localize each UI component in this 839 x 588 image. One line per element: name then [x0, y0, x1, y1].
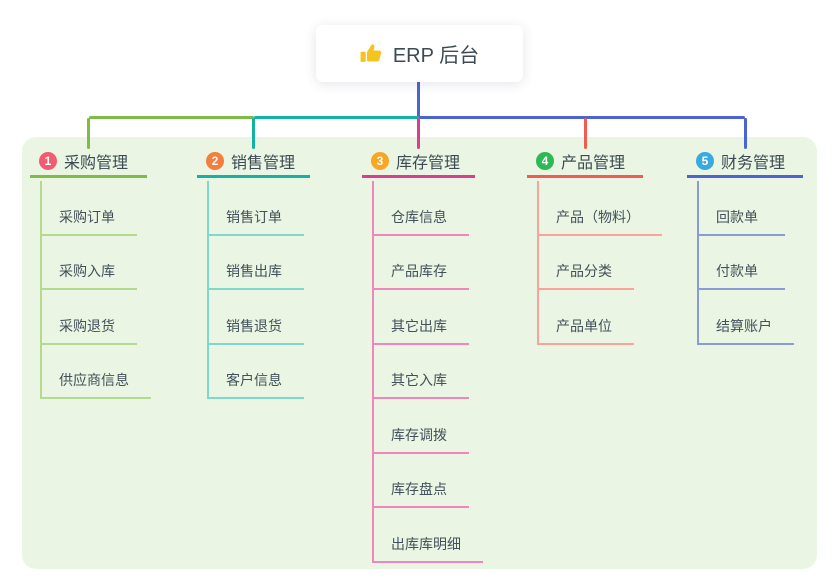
child-node[interactable]: 客户信息	[209, 345, 304, 399]
child-node-label: 结算账户	[716, 317, 772, 334]
branch-label: 采购管理	[64, 154, 129, 172]
branch-children: 产品（物料） 产品分类产品单位	[537, 181, 662, 345]
connector-rail-segment	[88, 116, 254, 119]
child-node-label: 仓库信息	[391, 208, 447, 225]
child-node-label: 销售退货	[226, 317, 282, 334]
branch-label: 库存管理	[396, 154, 461, 172]
branch-number-badge: 4	[536, 151, 554, 170]
child-node[interactable]: 库存盘点	[374, 454, 469, 508]
child-node[interactable]: 产品单位	[539, 290, 634, 345]
child-node[interactable]: 销售退货	[209, 290, 304, 345]
child-node-label: 产品单位	[556, 317, 612, 334]
child-node-label: 供应商信息	[59, 372, 129, 388]
child-node-label: 库存调拨	[391, 426, 447, 443]
child-node[interactable]: 仓库信息	[374, 181, 469, 236]
branch-number-badge: 2	[206, 151, 224, 170]
child-node-label: 销售出库	[226, 263, 282, 279]
branch-heading-3[interactable]: 3 库存管理	[362, 146, 475, 178]
connector-rail-segment	[418, 116, 745, 119]
child-node-label: 库存盘点	[391, 481, 447, 497]
child-node[interactable]: 库存调拨	[374, 399, 469, 454]
branches-panel	[22, 137, 817, 569]
branch-heading-4[interactable]: 4 产品管理	[527, 146, 643, 178]
child-node[interactable]: 供应商信息	[42, 345, 151, 399]
child-node[interactable]: 产品（物料）	[539, 181, 662, 236]
root-connector-line	[417, 82, 420, 117]
child-node[interactable]: 产品分类	[539, 236, 634, 290]
child-node[interactable]: 出库库明细	[374, 508, 483, 563]
child-node[interactable]: 其它入库	[374, 345, 469, 399]
root-title: ERP 后台	[392, 45, 480, 67]
branch-number-badge: 3	[371, 151, 389, 170]
child-node-label: 产品库存	[391, 263, 447, 279]
branch-heading-2[interactable]: 2 销售管理	[197, 146, 310, 178]
connector-rail-segment	[253, 116, 419, 119]
child-node-label: 回款单	[716, 208, 758, 225]
thumbs-up-icon	[360, 42, 383, 65]
child-node-label: 客户信息	[226, 372, 282, 388]
child-node-label: 采购订单	[59, 208, 115, 225]
branch-children: 回款单付款单结算账户	[697, 181, 794, 345]
child-node[interactable]: 采购订单	[42, 181, 137, 236]
branch-drop-line	[743, 118, 747, 149]
child-node-label: 采购退货	[59, 317, 115, 334]
branch-label: 产品管理	[561, 154, 626, 172]
branch-label: 财务管理	[721, 154, 786, 172]
child-node[interactable]: 产品库存	[374, 236, 469, 290]
child-node[interactable]: 销售订单	[209, 181, 304, 236]
branch-heading-1[interactable]: 1 采购管理	[30, 146, 147, 178]
branch-children: 仓库信息产品库存其它出库其它入库库存调拨库存盘点出库库明细	[372, 181, 483, 563]
child-node-label: 其它入库	[391, 372, 447, 388]
child-node[interactable]: 销售出库	[209, 236, 304, 290]
child-node[interactable]: 回款单	[699, 181, 785, 236]
branch-children: 销售订单销售出库销售退货客户信息	[207, 181, 304, 399]
branch-number-badge: 1	[39, 151, 57, 170]
child-node-label: 销售订单	[226, 208, 282, 225]
child-node-label: 产品（物料）	[556, 208, 640, 225]
branch-drop-line	[417, 118, 420, 149]
branch-label: 销售管理	[231, 154, 296, 172]
branch-drop-line	[87, 118, 90, 149]
branch-number-badge: 5	[696, 151, 714, 170]
child-node-label: 产品分类	[556, 263, 612, 279]
child-node-label: 其它出库	[391, 317, 447, 334]
branch-drop-line	[252, 118, 255, 149]
child-node[interactable]: 采购入库	[42, 236, 137, 290]
child-node[interactable]: 采购退货	[42, 290, 137, 345]
branch-heading-5[interactable]: 5 财务管理	[687, 146, 803, 178]
child-node-label: 采购入库	[59, 263, 115, 279]
branch-drop-line	[583, 118, 587, 149]
child-node-label: 出库库明细	[391, 535, 461, 552]
branch-children: 采购订单采购入库采购退货供应商信息	[40, 181, 151, 399]
root-node[interactable]: ERP 后台	[316, 25, 523, 82]
child-node[interactable]: 结算账户	[699, 290, 794, 345]
child-node[interactable]: 其它出库	[374, 290, 469, 345]
child-node[interactable]: 付款单	[699, 236, 785, 290]
child-node-label: 付款单	[716, 263, 758, 279]
